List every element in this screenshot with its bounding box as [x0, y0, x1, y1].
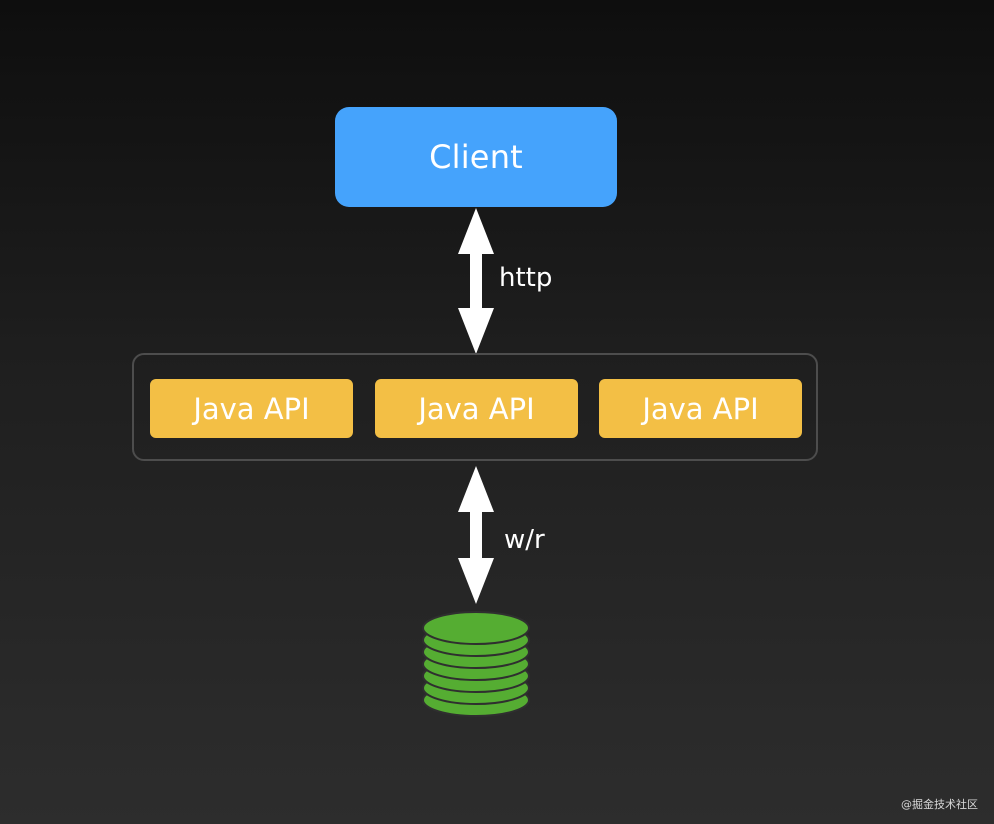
- java-api-label: Java API: [418, 391, 535, 426]
- wr-double-arrow-icon: [458, 466, 494, 604]
- http-double-arrow-icon: [458, 208, 494, 354]
- client-node: Client: [335, 107, 617, 207]
- database-stack-icon: [422, 611, 530, 717]
- java-api-node-2: Java API: [375, 379, 578, 438]
- java-api-node-1: Java API: [150, 379, 353, 438]
- client-label: Client: [429, 138, 523, 176]
- http-label: http: [499, 263, 553, 293]
- java-api-node-3: Java API: [599, 379, 802, 438]
- wr-label: w/r: [504, 525, 545, 555]
- java-api-label: Java API: [642, 391, 759, 426]
- java-api-label: Java API: [193, 391, 310, 426]
- java-api-group: [132, 353, 818, 461]
- watermark: @掘金技术社区: [901, 798, 978, 811]
